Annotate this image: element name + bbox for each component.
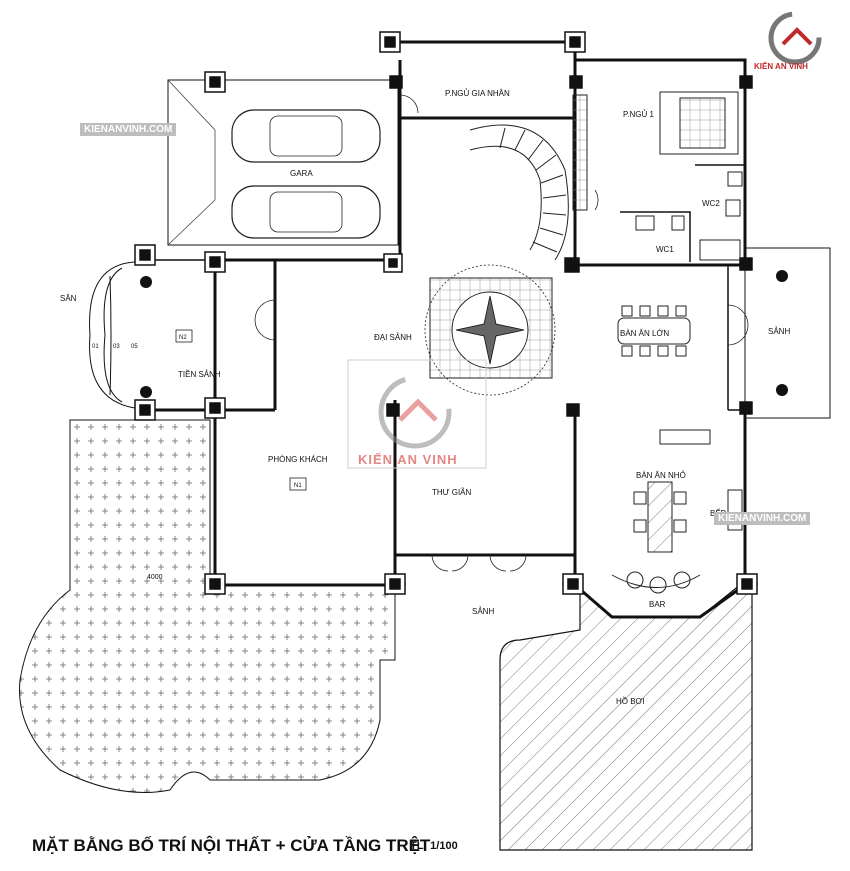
room-label: GARA (290, 169, 313, 178)
garage-floor (167, 79, 399, 246)
room-label: HỒ BƠI (616, 696, 645, 706)
room-label: TIỀN SẢNH (178, 369, 221, 379)
room-label: THƯ GIÃN (432, 488, 472, 497)
dimension-label: 4000 (147, 574, 163, 581)
room-label: P.NGỦ 1 (623, 110, 655, 119)
watermark: KIENANVINH.COM (80, 123, 177, 136)
level-mark: N2 (179, 335, 187, 341)
dining-table-small (633, 481, 687, 553)
bar-stools (611, 571, 701, 594)
bed-icon (659, 91, 739, 155)
room-label: PHÒNG KHÁCH (268, 455, 328, 464)
columns (134, 31, 758, 595)
stair-step-label: 05 (131, 344, 138, 350)
room-label: BAR (649, 600, 666, 609)
room-label: SÂN (60, 294, 77, 303)
page-title: MẶT BẰNG BỐ TRÍ NỘI THẤT + CỬA TẦNG TRỆT (32, 836, 431, 855)
scale-label: TL: 1/100 (410, 840, 458, 852)
doors (254, 94, 749, 572)
level-mark: N1 (294, 483, 302, 489)
stair-step-label: 01 (92, 344, 99, 350)
room-label: SẢNH (768, 327, 790, 336)
room-label: WC1 (656, 245, 674, 254)
room-label: WC2 (702, 199, 720, 208)
room-label: BÀN ĂN LỚN (620, 329, 669, 338)
walls (135, 40, 747, 619)
pool (499, 584, 753, 851)
garden (19, 419, 396, 793)
watermark: KIENANVINH.COM (714, 512, 811, 525)
wardrobe (572, 94, 588, 211)
compass-rose-icon (455, 295, 525, 365)
brand-text: KIẾN AN VINH (754, 62, 808, 71)
stair-step-label: 03 (113, 344, 120, 350)
center-logo-icon (378, 375, 452, 449)
room-label: BÀN ĂN NHỎ (636, 471, 686, 480)
car-icon (231, 185, 381, 239)
room-label: P.NGỦ GIA NHÂN (445, 89, 510, 98)
room-label: SẢNH (472, 607, 494, 616)
spiral-staircase (469, 124, 569, 261)
wc-fixtures (635, 171, 743, 261)
front-stairs (89, 261, 136, 409)
brand-text: KIẾN AN VINH (358, 452, 458, 467)
logo-icon (768, 11, 822, 65)
terrace-right (744, 247, 831, 419)
car-icon (231, 109, 381, 163)
kitchen-counter (659, 429, 711, 445)
dining-table-large (617, 305, 691, 357)
room-label: ĐẠI SẢNH (374, 333, 412, 342)
